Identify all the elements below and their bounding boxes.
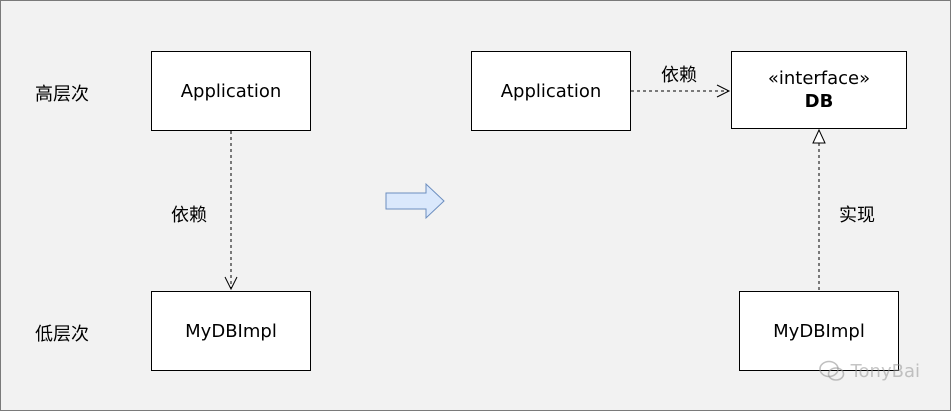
wechat-icon <box>818 360 844 381</box>
mydbimpl-box-right: MyDBImpl <box>739 291 899 371</box>
right-dependency-label: 依赖 <box>661 65 697 86</box>
mydbimpl-box-right-label: MyDBImpl <box>773 320 865 342</box>
high-level-label: 高层次 <box>35 84 89 105</box>
mydbimpl-box-left-label: MyDBImpl <box>185 320 277 342</box>
mydbimpl-box-left: MyDBImpl <box>151 291 311 371</box>
low-level-label: 低层次 <box>35 324 89 345</box>
db-interface-name: DB <box>804 91 834 112</box>
watermark: TonyBai <box>818 360 920 382</box>
realization-arrowhead <box>812 128 826 144</box>
application-box-left: Application <box>151 51 311 131</box>
db-interface-stereotype: «interface» <box>767 68 871 89</box>
watermark-text: TonyBai <box>850 360 920 382</box>
left-dependency-arrowhead <box>224 276 238 291</box>
right-dependency-arrowhead <box>716 84 731 98</box>
left-dependency-label: 依赖 <box>171 205 207 226</box>
db-interface-box: «interface» DB <box>731 51 907 129</box>
realization-label: 实现 <box>839 205 875 226</box>
transition-arrow <box>385 182 445 220</box>
application-box-right: Application <box>471 51 631 131</box>
application-box-left-label: Application <box>180 80 282 102</box>
application-box-right-label: Application <box>500 80 602 102</box>
